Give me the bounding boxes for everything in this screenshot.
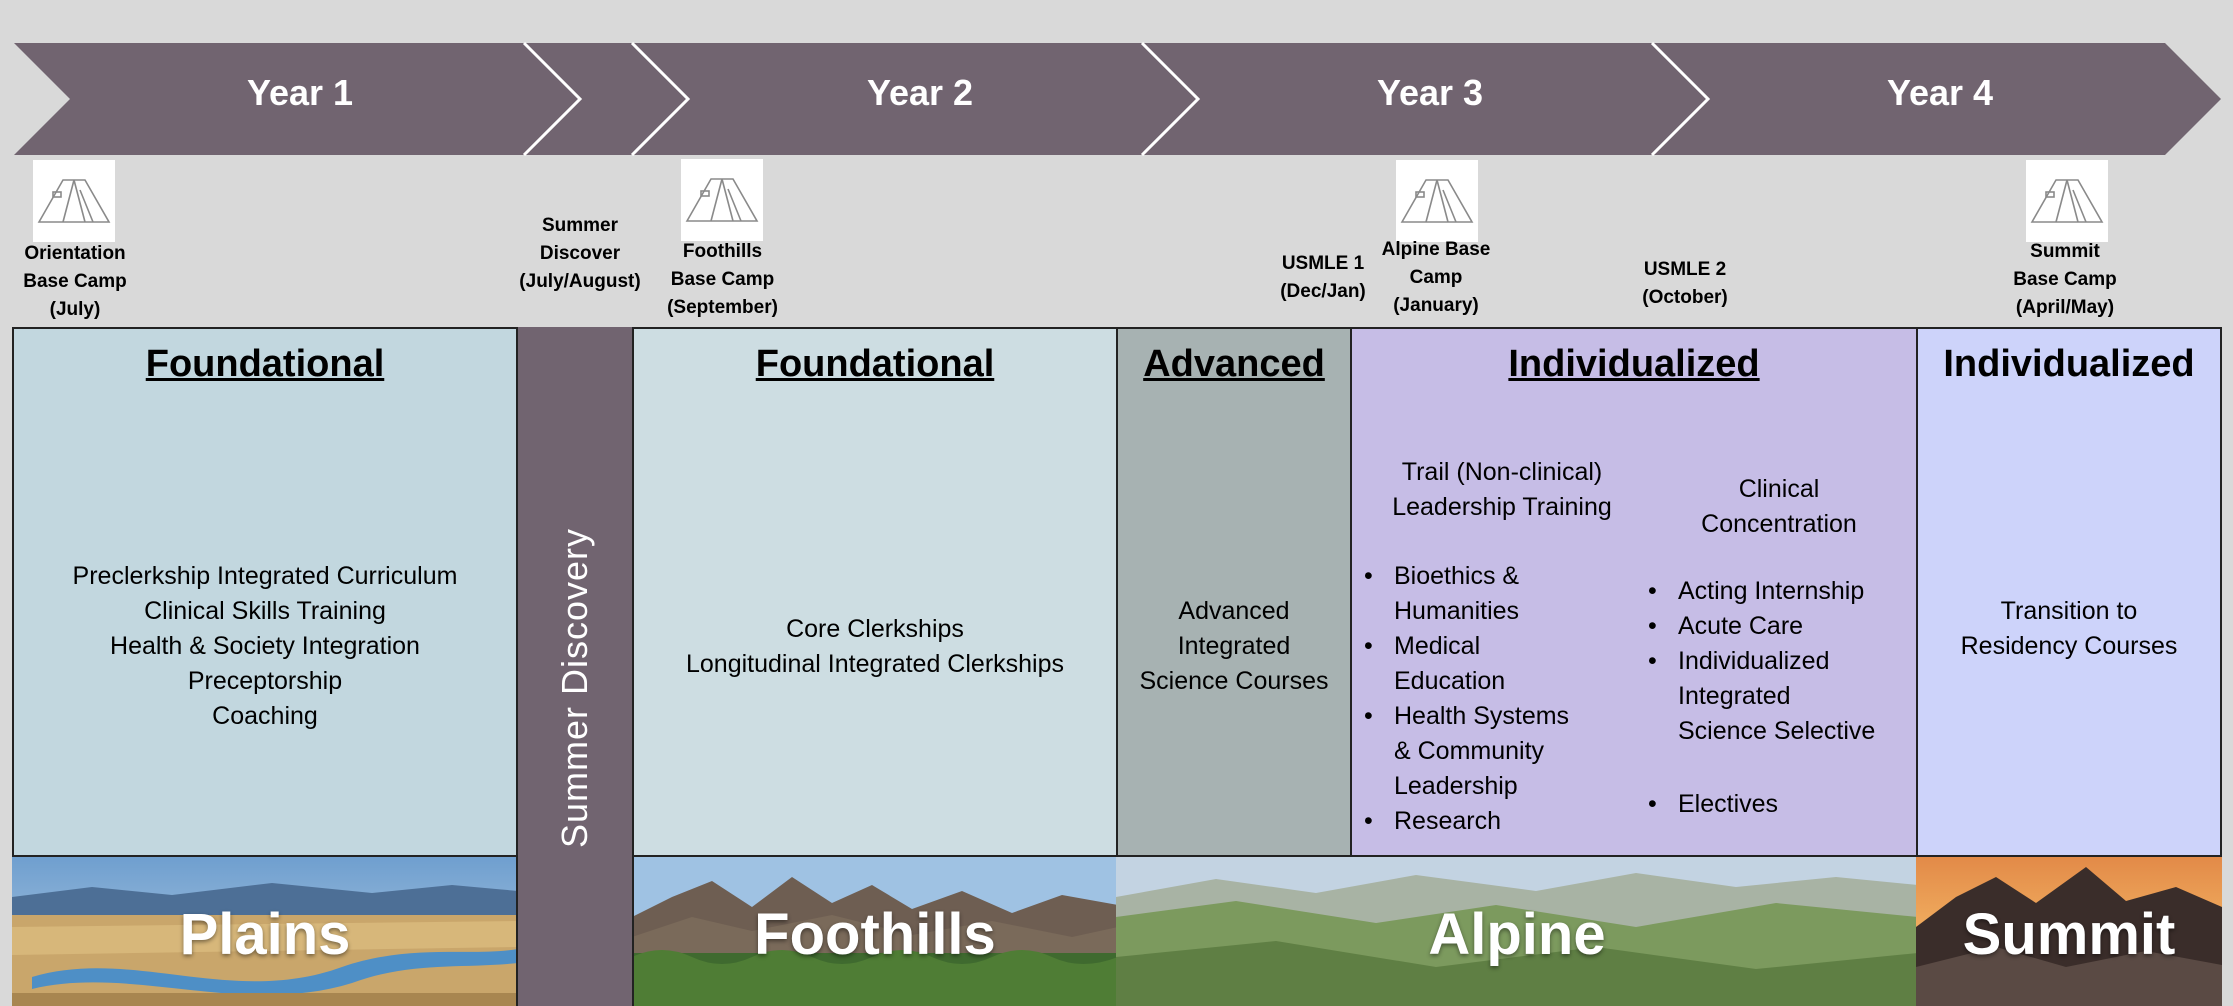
curriculum-line: Preceptorship bbox=[187, 667, 343, 695]
scene-label: Alpine bbox=[1428, 902, 1606, 967]
bullet: • bbox=[1364, 807, 1373, 835]
bullet: • bbox=[1364, 632, 1373, 660]
year-1-label: Year 1 bbox=[246, 72, 354, 113]
list-item-text: Acting Internship bbox=[1678, 577, 1865, 605]
milestone-usmle-1: USMLE 1 (Dec/Jan) bbox=[1280, 253, 1366, 302]
curriculum-line: Integrated bbox=[1177, 632, 1291, 660]
list-item: • Electives bbox=[1642, 787, 1914, 822]
milestone-usmle-2: USMLE 2 (October) bbox=[1642, 259, 1728, 308]
tent-icon bbox=[33, 160, 115, 242]
bullet: • bbox=[1364, 562, 1373, 590]
curriculum-line: Longitudinal Integrated Clerkships bbox=[685, 650, 1064, 678]
list-item-text: Bioethics & Humanities bbox=[1394, 562, 1520, 625]
curriculum-line: Clinical Skills Training bbox=[144, 597, 386, 625]
list-item: • Acting Internship bbox=[1642, 574, 1914, 609]
milestone-alpine: Alpine Base Camp (January) bbox=[1381, 239, 1491, 316]
scene-label: Foothills bbox=[754, 902, 996, 967]
panel-body: Transition to Residency Courses bbox=[1918, 594, 2220, 664]
curriculum-line: Science Courses bbox=[1139, 667, 1329, 695]
panel-title: Individualized bbox=[1943, 343, 2195, 385]
panel-body: Core Clerkships Longitudinal Integrated … bbox=[634, 612, 1116, 682]
milestone-summer-discover: Summer Discover (July/August) bbox=[519, 215, 641, 292]
clinical-heading: Clinical Concentration bbox=[1644, 472, 1914, 542]
trail-list: • Bioethics & Humanities • Medical Educati… bbox=[1358, 559, 1648, 839]
list-item: • Research bbox=[1358, 804, 1648, 839]
milestone-foothills: Foothills Base Camp (September) bbox=[667, 241, 778, 318]
panel-body: Preclerkship Integrated Curriculum Clini… bbox=[14, 559, 516, 734]
curriculum-line: Core Clerkships bbox=[786, 615, 964, 643]
chevron-year-4 bbox=[1652, 43, 2221, 155]
panel-year-2-foundational: Foundational Core Clerkships Longitudina… bbox=[632, 327, 1118, 857]
trail-heading: Trail (Non-clinical) Leadership Training bbox=[1352, 455, 1652, 525]
milestone-summit: Summit Base Camp (April/May) bbox=[2013, 241, 2117, 318]
bullet: • bbox=[1364, 702, 1373, 730]
bullet: • bbox=[1648, 647, 1657, 675]
year-4-label: Year 4 bbox=[1886, 72, 1994, 113]
panel-advanced: Advanced Advanced Integrated Science Cou… bbox=[1116, 327, 1352, 857]
curriculum-line: Transition to bbox=[2000, 597, 2138, 625]
curriculum-line: Advanced bbox=[1178, 597, 1290, 625]
list-item-text: Medical Education bbox=[1394, 632, 1506, 695]
tent-icon bbox=[681, 159, 763, 241]
scene-label: Summit bbox=[1962, 902, 2176, 967]
list-item-text: Health Systems & Community Leadership bbox=[1394, 702, 1570, 800]
electives-list: • Electives bbox=[1642, 787, 1914, 822]
panel-body: Advanced Integrated Science Courses bbox=[1118, 594, 1350, 699]
chevron-year-3 bbox=[1142, 43, 1712, 155]
scene-foothills: Foothills bbox=[632, 857, 1118, 1006]
panel-title: Individualized bbox=[1508, 343, 1760, 385]
year-chevron-band bbox=[14, 41, 2221, 157]
clinical-heading-line: Concentration bbox=[1701, 510, 1857, 538]
panel-title: Foundational bbox=[145, 343, 385, 385]
bullet: • bbox=[1648, 577, 1657, 605]
foothills-landscape bbox=[632, 857, 1118, 1006]
list-item-text: Acute Care bbox=[1678, 612, 1804, 640]
chevron-summer bbox=[524, 43, 692, 155]
curriculum-line: Health & Society Integration bbox=[110, 632, 420, 660]
panel-title: Foundational bbox=[755, 343, 995, 385]
list-item-text: Electives bbox=[1678, 790, 1779, 818]
trail-heading-line: Trail (Non-clinical) bbox=[1401, 458, 1603, 486]
bullet: • bbox=[1648, 612, 1657, 640]
list-item: • Bioethics & Humanities bbox=[1358, 559, 1648, 629]
panel-title: Advanced bbox=[1143, 343, 1325, 385]
chevron-year-2 bbox=[632, 43, 1202, 155]
summer-discovery-bar: Summer Discovery bbox=[516, 327, 634, 1006]
list-item-text: Research bbox=[1394, 807, 1501, 835]
clinical-list: • Acting Internship • Acute Care • Individu… bbox=[1642, 574, 1914, 749]
list-item: • Medical Education bbox=[1358, 629, 1648, 699]
year-2-label: Year 2 bbox=[866, 72, 974, 113]
panel-year-4-individualized: Individualized Transition to Residency C… bbox=[1916, 327, 2222, 857]
chevron-year-1 bbox=[14, 43, 584, 155]
trail-heading-line: Leadership Training bbox=[1392, 493, 1612, 521]
summer-discovery-label: Summer Discovery bbox=[554, 527, 595, 849]
tent-icon bbox=[2026, 160, 2108, 242]
alpine-landscape bbox=[1116, 857, 1918, 1006]
list-item: • Health Systems & Community Leadership bbox=[1358, 699, 1648, 804]
list-item: • Individualized Integrated Science Selec… bbox=[1642, 644, 1914, 749]
panel-year-1-foundational: Foundational Preclerkship Integrated Cur… bbox=[12, 327, 518, 857]
scene-alpine: Alpine bbox=[1116, 857, 1918, 1006]
summit-landscape bbox=[1916, 857, 2222, 1006]
milestone-orientation: Orientation Base Camp (July) bbox=[23, 243, 127, 320]
list-item: • Acute Care bbox=[1642, 609, 1914, 644]
curriculum-line: Preclerkship Integrated Curriculum bbox=[72, 562, 458, 590]
plains-landscape bbox=[12, 857, 518, 1006]
clinical-heading-line: Clinical bbox=[1738, 475, 1820, 503]
tent-icon bbox=[1396, 160, 1478, 242]
list-item-text: Individualized Integrated Science Select… bbox=[1678, 647, 1876, 745]
scene-summit: Summit bbox=[1916, 857, 2222, 1006]
curriculum-line: Residency Courses bbox=[1960, 632, 2178, 660]
panel-individualized: Individualized Trail (Non-clinical) Lead… bbox=[1350, 327, 1918, 857]
year-3-label: Year 3 bbox=[1376, 72, 1484, 113]
bullet: • bbox=[1648, 790, 1657, 818]
scene-label: Plains bbox=[179, 902, 351, 967]
curriculum-line: Coaching bbox=[212, 702, 318, 730]
scene-plains: Plains bbox=[12, 857, 518, 1006]
